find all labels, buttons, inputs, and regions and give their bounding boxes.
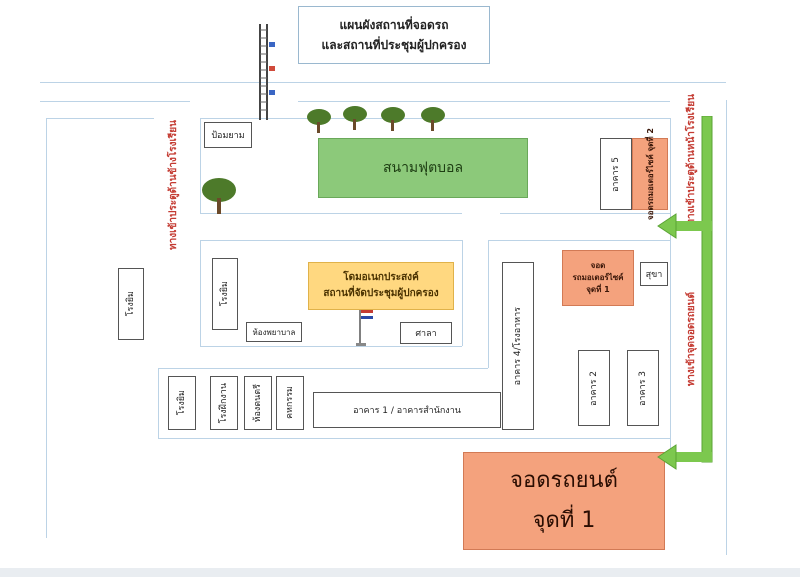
motorcycle-parking-1-line2: รถมอเตอร์ไซค์ — [572, 273, 624, 282]
motorcycle-parking-2: จอดรถมอเตอร์ไซค์ จุดที่ 2 — [632, 128, 668, 220]
motorcycle-parking-2-label: จอดรถมอเตอร์ไซค์ จุดที่ 2 — [645, 127, 655, 221]
building-3: อาคาร 3 — [627, 350, 659, 426]
sala: ศาลา — [400, 322, 452, 344]
road-left-edge — [46, 118, 154, 119]
motorcycle-parking-1-line1: จอด — [590, 261, 606, 270]
block-mid-left — [200, 240, 201, 346]
gym-left: โรงยิม — [118, 268, 144, 340]
guard-house: ป้อมยาม — [204, 122, 252, 148]
block-mid-top — [200, 240, 462, 241]
building-2: อาคาร 2 — [578, 350, 610, 426]
tree-icon — [380, 106, 406, 136]
entrance-arrow-icon — [656, 115, 716, 476]
tree-icon — [342, 105, 368, 135]
block-mid-bottom — [200, 346, 462, 347]
toilet-label: สุขา — [645, 270, 663, 280]
building-5: อาคาร 5 — [600, 138, 632, 210]
workshop-label: โรงฝึกงาน — [219, 382, 229, 424]
road-left-line — [46, 118, 47, 538]
tree-icon — [306, 108, 332, 138]
football-field-label: สนามฟุตบอล — [382, 160, 464, 176]
block-east-left — [488, 240, 489, 368]
dome-label-line2: สถานที่จัดประชุมผู้ปกครอง — [323, 288, 439, 299]
building-4-canteen-label: อาคาร 4/โรงอาหาร — [513, 306, 523, 386]
bottom-bar — [0, 568, 800, 577]
building-2-label: อาคาร 2 — [589, 370, 599, 406]
map-title-line2: และสถานที่ประชุมผู้ปกครอง — [321, 38, 467, 52]
music-room: ห้องดนตรี — [244, 376, 272, 430]
football-field: สนามฟุตบอล — [318, 138, 528, 198]
building-3-label: อาคาร 3 — [638, 370, 648, 406]
home-economics-label: คหกรรม — [285, 386, 295, 420]
motorcycle-parking-1-line3: จุดที่ 1 — [586, 285, 610, 294]
home-economics: คหกรรม — [276, 376, 304, 430]
building-5-label: อาคาร 5 — [611, 156, 621, 192]
guard-house-label: ป้อมยาม — [211, 131, 245, 141]
building-4-canteen: อาคาร 4/โรงอาหาร — [502, 262, 534, 430]
sala-label: ศาลา — [415, 329, 437, 339]
block-south-left — [158, 368, 159, 438]
road-top-inner-line — [40, 101, 190, 102]
gym-inner: โรงยิม — [212, 258, 238, 330]
car-parking-1-line2: จุดที่ 1 — [532, 508, 596, 533]
music-room-label: ห้องดนตรี — [253, 383, 263, 423]
gym-left-label: โรงยิม — [126, 291, 136, 317]
car-parking-1-line1: จอดรถยนต์ — [510, 468, 618, 493]
road-right-line — [726, 100, 727, 555]
block-south-bottom — [158, 438, 670, 439]
tree-icon — [420, 106, 446, 136]
tower-icon — [255, 24, 279, 120]
side-gate-label: ทางเข้าประตูด้านข้างโรงเรียน — [168, 120, 179, 250]
gym-bottom-label: โรงยิม — [177, 390, 187, 416]
road-top-inner-line-right — [298, 101, 670, 102]
tree-icon — [200, 176, 238, 218]
flag-icon — [354, 308, 378, 350]
block-north-bottom-a — [200, 213, 462, 214]
building-1-office-label: อาคาร 1 / อาคารสำนักงาน — [353, 406, 461, 416]
map-title: แผนผังสถานที่จอดรถ และสถานที่ประชุมผู้ปก… — [298, 6, 490, 64]
dome-label-line1: โดมอเนกประสงค์ — [343, 272, 419, 283]
toilet: สุขา — [640, 262, 668, 286]
motorcycle-parking-1: จอด รถมอเตอร์ไซค์ จุดที่ 1 — [562, 250, 634, 306]
workshop: โรงฝึกงาน — [210, 376, 238, 430]
block-north-left — [200, 118, 201, 214]
road-right-inner-line — [670, 118, 671, 450]
block-south-top — [158, 368, 488, 369]
gym-inner-label: โรงยิม — [220, 281, 230, 307]
map-title-line1: แผนผังสถานที่จอดรถ — [339, 18, 449, 32]
block-north-bottom-b — [500, 213, 670, 214]
building-1-office: อาคาร 1 / อาคารสำนักงาน — [313, 392, 501, 428]
nurse-room: ห้องพยาบาล — [246, 322, 302, 342]
car-parking-1: จอดรถยนต์ จุดที่ 1 — [463, 452, 665, 550]
nurse-room-label: ห้องพยาบาล — [252, 327, 296, 337]
road-top-line — [40, 82, 726, 83]
multipurpose-dome: โดมอเนกประสงค์ สถานที่จัดประชุมผู้ปกครอง — [308, 262, 454, 310]
block-east-top — [488, 240, 670, 241]
gym-bottom: โรงยิม — [168, 376, 196, 430]
block-mid-right — [462, 240, 463, 346]
